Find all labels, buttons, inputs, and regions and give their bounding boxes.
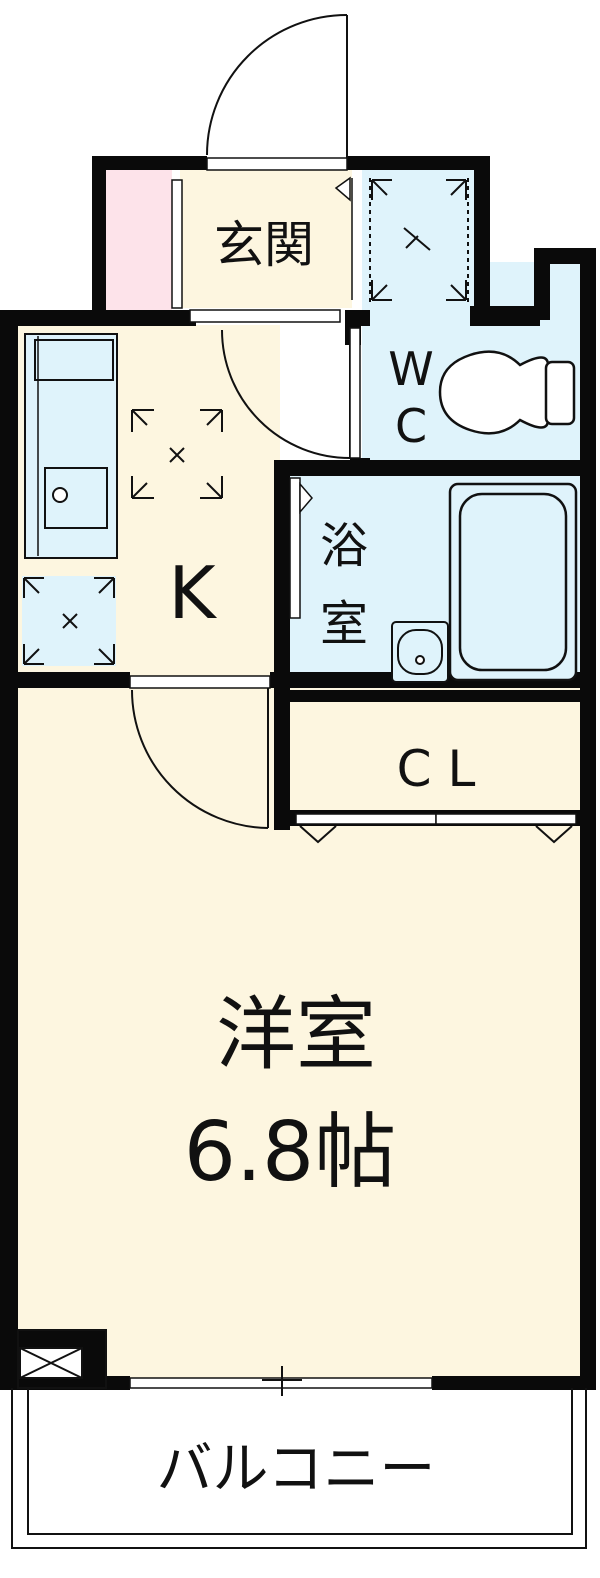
entrance-door-swing <box>206 14 348 160</box>
wc-door <box>221 327 361 459</box>
western-room-floor <box>18 688 582 1380</box>
kitchen-counter <box>24 333 118 559</box>
entrance-step <box>171 176 353 323</box>
entrance-door-frame <box>206 157 348 171</box>
entrance-floor <box>180 170 352 308</box>
vent-box <box>17 1329 107 1389</box>
fridge-space-marks <box>131 409 223 499</box>
toilet-fixture <box>438 350 576 435</box>
bathtub <box>448 482 578 682</box>
balcony-window <box>129 1366 433 1396</box>
wc-label-c: C <box>395 399 427 453</box>
wc-label-w: W <box>388 342 433 396</box>
shoe-box-marks <box>369 178 469 302</box>
entrance-storage-floor <box>104 170 172 310</box>
bath-label-2: 室 <box>320 596 368 652</box>
entrance-label: 玄関 <box>214 216 314 274</box>
closet-doors <box>295 813 577 844</box>
closet-label: C L <box>397 740 476 798</box>
wash-basin <box>391 621 449 683</box>
balcony-outline <box>11 1388 587 1549</box>
washer-space <box>22 576 116 666</box>
bath-door <box>289 477 313 619</box>
western-room-label: 洋室 <box>216 988 376 1081</box>
balcony-label: バルコニー <box>157 1437 436 1502</box>
western-room-size: 6.8帖 <box>184 1105 396 1200</box>
kitchen-label: K <box>168 551 217 635</box>
bath-label-1: 浴 <box>320 518 368 574</box>
walls <box>0 156 596 1390</box>
room-door <box>129 675 271 829</box>
